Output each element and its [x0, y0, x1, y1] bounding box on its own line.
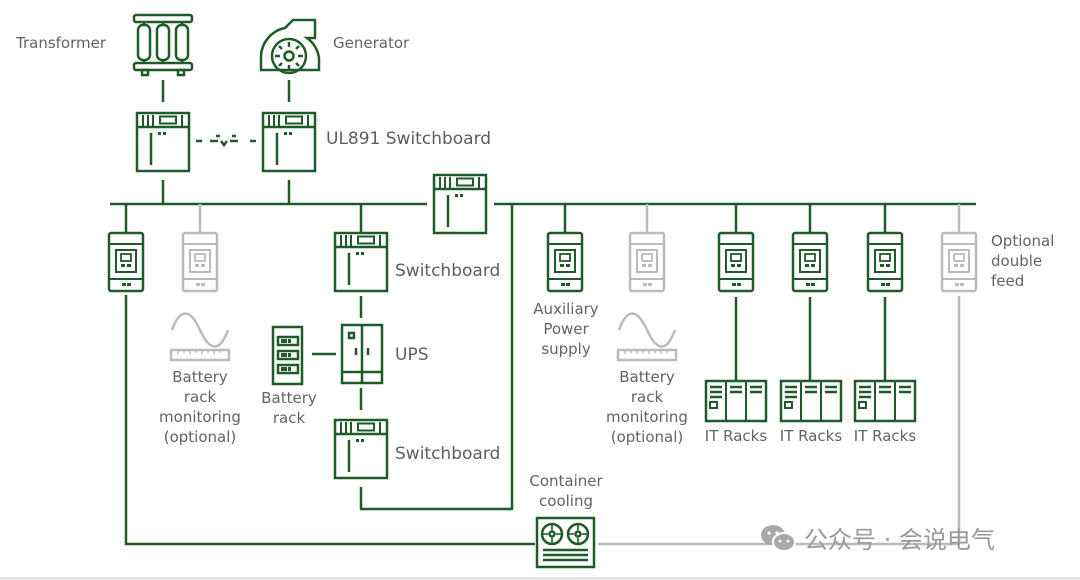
ups-icon	[340, 323, 384, 385]
wechat-icon	[761, 524, 796, 552]
watermark: 公众号 · 会说电气	[758, 520, 995, 555]
battery-rack-icon	[271, 325, 304, 386]
container-cooling-icon	[535, 516, 596, 569]
battery-monitoring-left-label: Battery rack monitoring (optional)	[159, 368, 241, 446]
generator-label: Generator	[333, 34, 410, 52]
meter-optional-right-icon	[628, 231, 666, 293]
ups-label: UPS	[395, 345, 429, 365]
battery-monitoring-right-label: Battery rack monitoring (optional)	[606, 368, 688, 446]
battery-monitoring-left-icon	[169, 312, 231, 362]
wiring	[110, 80, 976, 546]
switchboard-lower-label: Switchboard	[395, 444, 501, 464]
it-rack-3-icon	[853, 379, 917, 423]
switchboard-upper-label: Switchboard	[395, 261, 501, 281]
watermark-text: 公众号 · 会说电气	[804, 526, 995, 554]
optional-double-feed-label: Optional double feed	[991, 232, 1055, 290]
it-racks-2-label: IT Racks	[779, 427, 843, 445]
battery-monitoring-right-icon	[616, 312, 678, 362]
ul891-switchboard-left-icon	[135, 111, 191, 173]
meter-it-1-icon	[717, 231, 755, 293]
meter-optional-left-icon	[181, 231, 219, 293]
meter-it-3-icon	[866, 231, 904, 293]
ul891-switchboard-right-icon	[261, 111, 317, 173]
ul891-switchboard-label: UL891 Switchboard	[326, 129, 492, 149]
it-rack-1-icon	[704, 379, 768, 423]
bottom-strip	[0, 577, 1080, 580]
it-rack-2-icon	[779, 379, 843, 423]
meter-left-icon	[107, 231, 145, 293]
transformer-label: Transformer	[16, 34, 107, 52]
meter-double-feed-icon	[940, 231, 978, 293]
container-cooling-label: Container cooling	[529, 472, 603, 510]
meter-it-2-icon	[791, 231, 829, 293]
auxiliary-power-label: Auxiliary Power supply	[533, 300, 599, 358]
it-racks-1-label: IT Racks	[704, 427, 768, 445]
transformer-icon	[132, 13, 194, 77]
it-racks-3-label: IT Racks	[853, 427, 917, 445]
switchboard-lower-icon	[333, 418, 389, 480]
switchboard-upper-icon	[333, 231, 389, 293]
interlock-link	[196, 134, 256, 148]
battery-rack-label: Battery rack	[261, 389, 317, 427]
generator-icon	[259, 18, 321, 75]
tie-switchboard-icon	[432, 173, 488, 235]
meter-aux-icon	[546, 231, 584, 293]
